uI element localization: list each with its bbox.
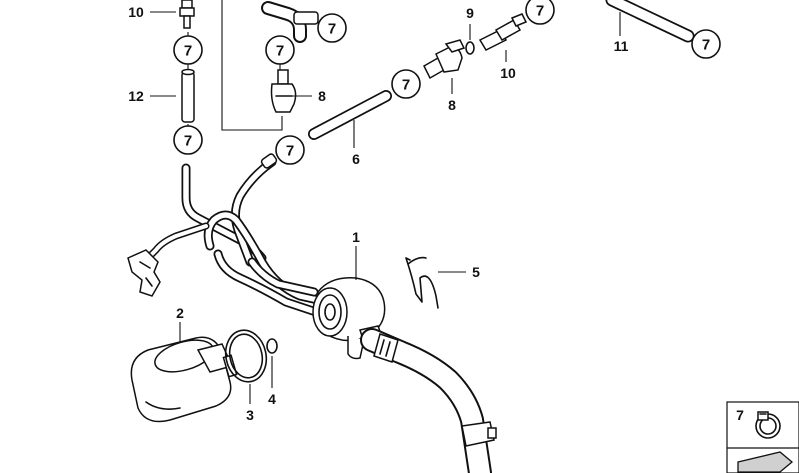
label-2: 2 <box>176 305 184 321</box>
label-8-right: 8 <box>448 97 456 113</box>
svg-text:7: 7 <box>184 43 192 60</box>
label-12: 12 <box>128 88 144 104</box>
connector-10-left <box>179 0 195 29</box>
fitting-8-left <box>270 69 297 113</box>
label-8-left: 8 <box>318 88 326 104</box>
callout-7-f: 7 <box>391 69 421 99</box>
elbow-hose <box>261 1 319 43</box>
svg-text:7: 7 <box>184 133 192 150</box>
o-ring-small <box>266 338 278 354</box>
callout-7-d: 7 <box>317 13 347 43</box>
label-11: 11 <box>614 38 629 54</box>
label-4: 4 <box>268 391 276 407</box>
leader-lines <box>150 11 621 404</box>
spring-clip <box>405 256 439 309</box>
svg-text:7: 7 <box>328 21 336 38</box>
tube-6 <box>308 90 392 140</box>
large-hose <box>360 328 497 473</box>
hose-clamp-icon <box>755 411 781 439</box>
callout-7-a: 7 <box>173 35 203 65</box>
washer-9 <box>465 41 475 55</box>
legend-item-number: 7 <box>736 407 744 423</box>
filter-unit <box>130 336 238 423</box>
label-9: 9 <box>466 5 474 21</box>
arrow-icon <box>737 451 794 473</box>
svg-text:7: 7 <box>276 43 284 60</box>
callout-7-c: 7 <box>265 35 295 65</box>
label-5: 5 <box>472 264 480 280</box>
connector-10-right <box>478 13 528 51</box>
label-1: 1 <box>352 229 360 245</box>
svg-text:7: 7 <box>402 77 410 94</box>
fitting-8-right <box>423 39 466 80</box>
callout-7-b: 7 <box>173 125 203 155</box>
label-10-right: 10 <box>500 65 516 81</box>
label-10-left: 10 <box>128 4 144 20</box>
hose-line-assembly <box>144 153 323 317</box>
tube-12 <box>181 68 195 123</box>
mounting-bracket <box>127 249 161 297</box>
svg-text:7: 7 <box>286 143 294 160</box>
o-ring-large <box>224 329 268 383</box>
legend-box: 7 <box>726 401 799 473</box>
svg-text:7: 7 <box>536 3 544 20</box>
callout-7-h: 7 <box>691 29 721 59</box>
label-3: 3 <box>246 407 254 423</box>
group-bracket <box>221 0 283 131</box>
callout-7-g: 7 <box>525 0 555 25</box>
callout-7-e: 7 <box>275 135 305 165</box>
hose-11 <box>605 0 695 43</box>
svg-text:7: 7 <box>702 37 710 54</box>
label-6: 6 <box>352 151 360 167</box>
